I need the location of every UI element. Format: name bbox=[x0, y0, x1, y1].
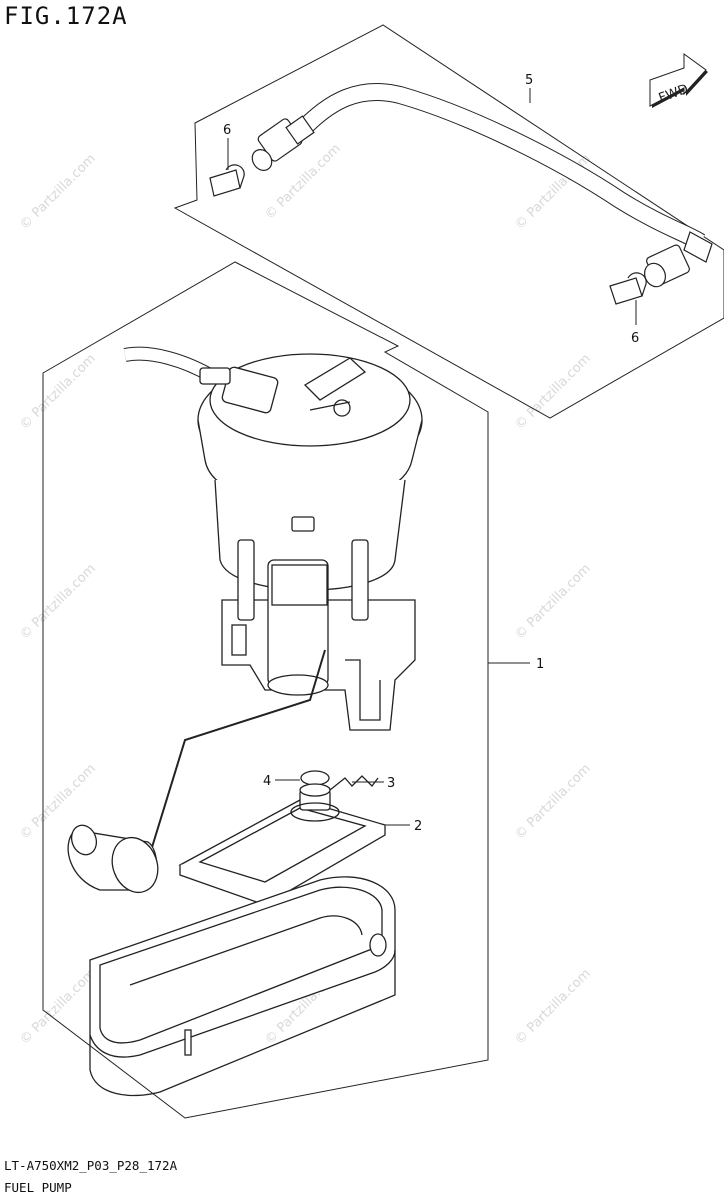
svg-text:© Partzilla.com: © Partzilla.com bbox=[17, 561, 99, 643]
callout-2: 2 bbox=[414, 819, 422, 834]
figure-code: LT-A750XM2_P03_P28_172A bbox=[4, 1158, 178, 1173]
fuel-pump bbox=[123, 346, 423, 731]
leader-lines bbox=[227, 88, 637, 826]
spring-clip bbox=[329, 775, 379, 791]
hose-clip-right bbox=[609, 272, 647, 305]
svg-text:© Partzilla.com: © Partzilla.com bbox=[512, 966, 594, 1048]
callout-4: 4 bbox=[263, 774, 271, 789]
svg-text:© Partzilla.com: © Partzilla.com bbox=[17, 151, 99, 233]
svg-text:© Partzilla.com: © Partzilla.com bbox=[512, 561, 594, 643]
hose-group-frame bbox=[173, 24, 724, 419]
callout-6-left: 6 bbox=[223, 123, 231, 138]
fuel-hose bbox=[251, 82, 713, 288]
fuel-tray bbox=[89, 876, 396, 1097]
hose-clip-left bbox=[209, 164, 245, 197]
svg-text:© Partzilla.com: © Partzilla.com bbox=[17, 351, 99, 433]
figure-name: FUEL PUMP bbox=[4, 1180, 72, 1195]
o-ring bbox=[300, 770, 330, 786]
fwd-arrow-icon: FWD bbox=[649, 53, 708, 108]
fuel-filter bbox=[178, 783, 387, 906]
figure-title: FIG.172A bbox=[4, 2, 128, 30]
fuel-level-float bbox=[67, 649, 326, 894]
svg-text:© Partzilla.com: © Partzilla.com bbox=[17, 966, 99, 1048]
callout-6-right: 6 bbox=[631, 331, 639, 346]
svg-text:© Partzilla.com: © Partzilla.com bbox=[512, 761, 594, 843]
svg-text:© Partzilla.com: © Partzilla.com bbox=[512, 351, 594, 433]
callout-1: 1 bbox=[536, 657, 544, 672]
callout-5: 5 bbox=[525, 73, 533, 88]
callout-3: 3 bbox=[387, 776, 395, 791]
